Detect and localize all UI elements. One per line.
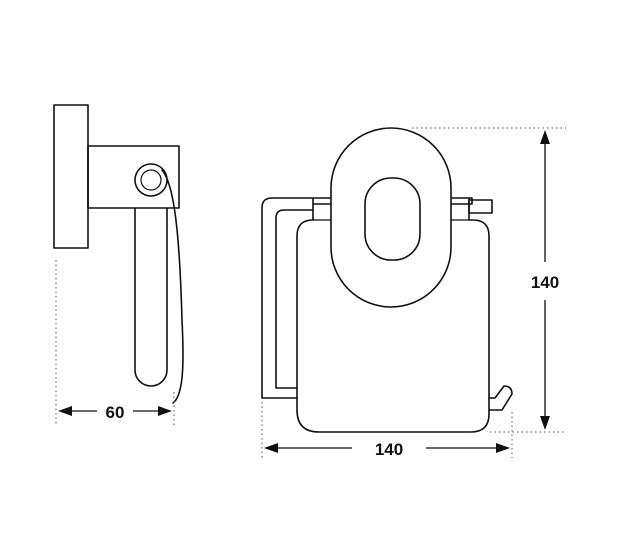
- side-pivot-ring-outer: [134, 163, 168, 197]
- side-arm: [134, 207, 168, 387]
- front-mount-recess: [364, 177, 421, 261]
- side-view: 60: [53, 104, 184, 425]
- front-arm-frame-inner: [275, 209, 313, 389]
- front-width-arrow-right: [496, 443, 510, 453]
- front-mount-escutcheon: [330, 127, 452, 308]
- side-cover-flap: [161, 169, 184, 404]
- side-dimension-arrow-right: [158, 406, 172, 416]
- front-arm-frame-outer: [261, 197, 313, 399]
- front-view: 140 140: [261, 127, 566, 459]
- front-height-arrow-bottom: [540, 416, 550, 430]
- front-height-arrow-top: [540, 130, 550, 144]
- front-width-label: 140: [375, 440, 403, 459]
- side-pivot-ring-inner: [140, 169, 162, 191]
- side-dimension-arrow-left: [58, 406, 72, 416]
- side-wall-plate: [53, 104, 89, 249]
- front-spindle-cap: [468, 199, 493, 214]
- front-width-arrow-left: [264, 443, 278, 453]
- side-mount-block: [87, 145, 180, 209]
- front-cover-plate: [296, 197, 490, 433]
- front-height-label: 140: [531, 273, 559, 292]
- side-depth-label: 60: [106, 403, 125, 422]
- front-cover-tab: [488, 385, 513, 411]
